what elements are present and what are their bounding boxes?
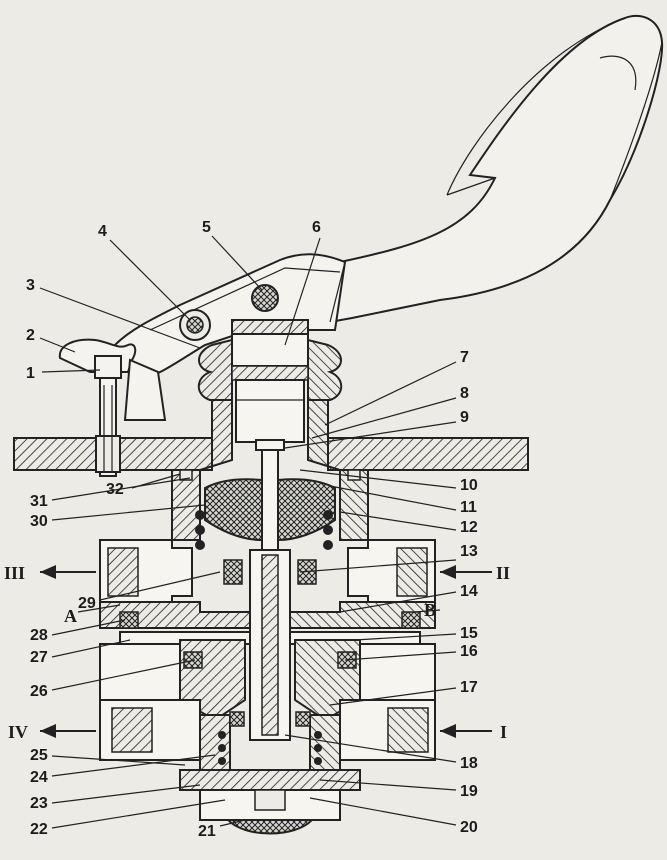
callout-28: 28 (30, 627, 48, 644)
callout-9: 9 (460, 409, 469, 426)
callout-11: 11 (460, 499, 477, 516)
protective-boot (197, 319, 343, 401)
port-IV-fitting (99, 699, 201, 761)
callout-20: 20 (460, 819, 478, 836)
callout-4: 4 (98, 223, 107, 240)
callout-6: 6 (312, 219, 321, 236)
callout-19: 19 (460, 783, 478, 800)
elastic-element (204, 478, 336, 542)
callout-10: 10 (460, 477, 478, 494)
callout-5: 5 (202, 219, 211, 236)
port-I-fitting (339, 699, 436, 761)
port-label-II: II (496, 563, 510, 583)
port-II-fitting (347, 539, 436, 603)
mounting-bracket (58, 338, 167, 477)
callout-21: 21 (198, 823, 216, 840)
flow-arrows (40, 565, 492, 738)
leader-lines (39, 235, 457, 829)
callout-8: 8 (460, 385, 469, 402)
callout-15: 15 (460, 625, 478, 642)
callout-23: 23 (30, 795, 48, 812)
port-label-III: III (4, 563, 25, 583)
callout-31: 31 (30, 493, 48, 510)
brake-pedal (320, 14, 664, 324)
plunger (231, 333, 309, 443)
callout-27: 27 (30, 649, 48, 666)
callout-24: 24 (30, 769, 48, 786)
callout-14: 14 (460, 583, 478, 600)
stop-roller (251, 284, 279, 312)
port-label-IV: IV (8, 722, 28, 742)
port-label-B: B (424, 600, 436, 620)
callout-22: 22 (30, 821, 48, 838)
callout-17: 17 (460, 679, 478, 696)
callout-2: 2 (26, 327, 35, 344)
callout-18: 18 (460, 755, 478, 772)
callout-16: 16 (460, 643, 478, 660)
callout-26: 26 (30, 683, 48, 700)
bottom-cover (179, 769, 361, 835)
callout-3: 3 (26, 277, 35, 294)
callout-7: 7 (460, 349, 469, 366)
callout-30: 30 (30, 513, 48, 530)
callout-1: 1 (26, 365, 35, 382)
callout-12: 12 (460, 519, 478, 536)
upper-spring (195, 510, 333, 550)
callout-32: 32 (106, 481, 124, 498)
callout-25: 25 (30, 747, 48, 764)
port-label-I: I (500, 722, 507, 742)
callout-29: 29 (78, 595, 96, 612)
port-III-fitting (99, 539, 193, 603)
port-label-A: A (64, 606, 77, 626)
upper-piston-stem (223, 549, 317, 741)
callout-13: 13 (460, 543, 478, 560)
